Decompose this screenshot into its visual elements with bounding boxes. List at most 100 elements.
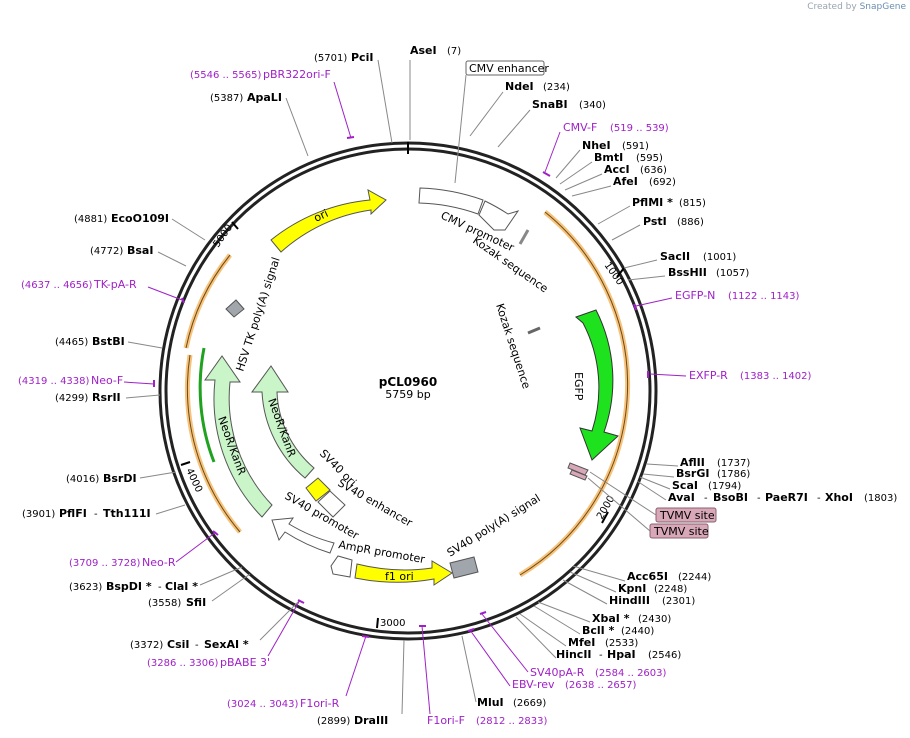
site-aflii-pos: (1737) [717, 458, 750, 469]
site-snabi-name: SnaBI [532, 98, 568, 111]
leader-f1ori-r [345, 635, 367, 697]
site-mfei-name: MfeI [568, 636, 595, 649]
cmv-enhancer-leader [454, 74, 467, 184]
primer-neo-r-name: Neo-R [142, 556, 176, 569]
tick-2000-mark [601, 511, 609, 524]
leader-pcii [377, 59, 393, 144]
site-draiii-name: DraIII [354, 714, 388, 727]
mark-ebv-rev [467, 628, 475, 632]
site-bcli-name: BclI * [582, 624, 615, 637]
egfp-orf-arc-line [519, 211, 629, 576]
leader-snabi [497, 109, 531, 148]
site-ndei-name: NdeI [505, 80, 534, 93]
mark-tk-pa-r [181, 297, 185, 304]
site-asei-pos: (7) [447, 46, 461, 57]
leader-ecoo109i [171, 218, 206, 241]
primer-f1ori-f-pos: (2812 .. 2833) [476, 716, 548, 727]
site-hincii-iso1: HpaI [607, 648, 636, 661]
site-nhei-name: NheI [582, 139, 611, 152]
site-avai-iso1: BsoBI [713, 491, 748, 504]
primer-pbr322ori-f-name: pBR322ori-F [263, 68, 331, 81]
leader-mlui [461, 635, 477, 703]
site-scai-pos: (1794) [708, 481, 741, 492]
site-hincii-name: HincII [556, 648, 592, 661]
leader-acci [564, 173, 603, 191]
cmv-promoter-arrow [478, 200, 520, 231]
leader-mfei [519, 613, 567, 647]
leader-kpni [569, 571, 617, 593]
site-bmti-pos: (595) [636, 153, 663, 164]
site-bsshii-name: BssHII [668, 266, 707, 279]
primer-neo-r-pos: (3709 .. 3728) [69, 558, 141, 569]
site-pcii-name: PciI [351, 51, 373, 64]
site-bstbi-pos: (4465) [55, 337, 88, 348]
mark-cmv-f [542, 171, 551, 177]
leader-xbai [537, 601, 591, 623]
site-sacii-pos: (1001) [703, 252, 736, 263]
neor-outer-arrow [204, 355, 273, 518]
site-pflmi-pos: (815) [679, 198, 706, 209]
site-pflmi-name: PflMI * [632, 196, 673, 209]
site-bcli-pos: (2440) [621, 626, 654, 637]
cmv-enhancer-arrow [418, 187, 484, 215]
sv40-promoter-arrow [271, 517, 335, 554]
dash-csii: - [195, 640, 199, 651]
site-bsai-pos: (4772) [90, 246, 123, 257]
site-csii-pos: (3372) [130, 640, 163, 651]
site-apali-pos: (5387) [210, 93, 243, 104]
primer-pbr322ori-f-pos: (5546 .. 5565) [190, 70, 262, 81]
leader-sfii [211, 573, 251, 602]
site-bmti-name: BmtI [594, 151, 623, 164]
sv40-enhancer-block [317, 490, 346, 518]
site-avai-pos: (1803) [864, 493, 897, 504]
site-psti-pos: (886) [677, 217, 704, 228]
site-psti-name: PstI [643, 215, 667, 228]
primer-neo-f-pos: (4319 .. 4338) [18, 376, 90, 387]
dash-avai-2: - [757, 493, 761, 504]
primer-exfp-r-name: EXFP-R [689, 369, 728, 382]
tvmv-label-1: TVMV site [659, 509, 715, 522]
site-hincii-pos: (2546) [648, 650, 681, 661]
tvmv-leader-1 [589, 471, 657, 516]
site-avai-iso2: PaeR7I [765, 491, 808, 504]
ampr-promoter-arrow [330, 555, 353, 578]
primer-egfp-n-pos: (1122 .. 1143) [728, 291, 800, 302]
leader-bsai [157, 251, 187, 267]
site-kpni-name: KpnI [618, 582, 646, 595]
site-avai-name: AvaI [668, 491, 695, 504]
leader-ebv-rev [469, 629, 511, 687]
f1-ori-arrow [354, 560, 453, 586]
site-bspdi-iso1: ClaI * [165, 580, 198, 593]
leader-rsrii [125, 394, 161, 399]
leader-bmti [559, 161, 593, 185]
site-snabi-pos: (340) [579, 100, 606, 111]
leader-sv40pa-r [481, 613, 529, 673]
primer-egfp-n-name: EGFP-N [675, 289, 715, 302]
primer-ebv-rev-name: EBV-rev [512, 678, 555, 691]
primer-tk-pa-r-pos: (4637 .. 4656) [21, 280, 93, 291]
site-hindiii-pos: (2301) [662, 596, 695, 607]
leader-apali [285, 97, 309, 157]
site-acc65i-pos: (2244) [678, 572, 711, 583]
primer-f1ori-f-name: F1ori-F [427, 714, 465, 727]
site-apali-name: ApaLI [247, 91, 282, 104]
site-mlui-name: MluI [477, 696, 504, 709]
site-draiii-pos: (2899) [317, 716, 350, 727]
leader-bcli [533, 605, 581, 635]
tick-5000-mark [231, 221, 239, 230]
primer-sv40pa-r-pos: (2584 .. 2603) [595, 668, 667, 679]
site-aflii-name: AflII [680, 456, 705, 469]
snapgene-credit: Created by SnapGene [807, 2, 906, 12]
hsv-tk-label: HSV TK poly(A) signal [233, 256, 282, 373]
leader-bsrdi [139, 471, 177, 479]
mark-egfp-n [633, 303, 637, 311]
tvmv-mark-2 [569, 469, 588, 481]
site-acci-pos: (636) [640, 165, 667, 176]
site-kpni-pos: (2248) [654, 584, 687, 595]
site-bstbi-name: BstBI [92, 335, 125, 348]
leader-avai [636, 480, 667, 501]
site-rsrii-name: RsrII [92, 391, 121, 404]
primer-pbabe-pos: (3286 .. 3306) [147, 658, 219, 669]
site-ndei-pos: (234) [543, 82, 570, 93]
